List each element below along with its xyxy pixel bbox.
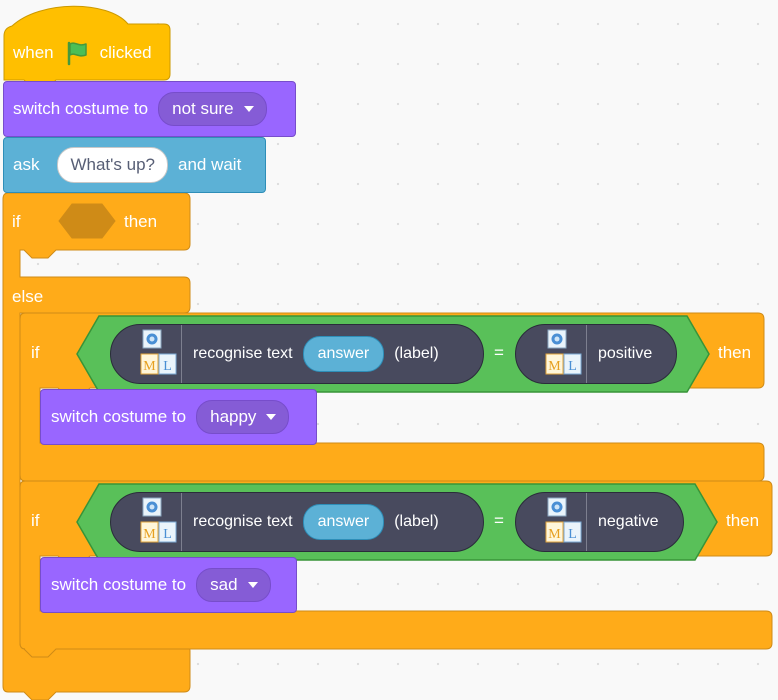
ml-extension-icon-wrap: M L xyxy=(516,493,587,551)
switch-costume-block[interactable]: switch costume to sad xyxy=(40,557,297,613)
answer-reporter[interactable]: answer xyxy=(302,504,385,540)
costume-dropdown-value: sad xyxy=(210,575,238,594)
ask-text-input[interactable]: What's up? xyxy=(57,147,168,183)
clicked-label: clicked xyxy=(99,43,152,62)
recognise-text-block[interactable]: M L recognise text answer (label) xyxy=(110,492,484,552)
svg-text:L: L xyxy=(568,359,577,374)
ml-extension-icon: M L xyxy=(140,329,177,375)
ml-extension-icon-wrap: M L xyxy=(111,325,182,383)
ml-extension-icon: M L xyxy=(140,497,177,543)
costume-dropdown-value: happy xyxy=(210,407,257,426)
and-wait-label: and wait xyxy=(177,155,242,174)
green-flag-icon xyxy=(64,40,90,66)
switch-costume-label: switch costume to xyxy=(51,407,187,426)
equals-operator-outline xyxy=(76,483,718,561)
svg-text:L: L xyxy=(568,527,577,542)
when-flag-clicked-block[interactable]: when clicked xyxy=(4,26,152,80)
when-flag-clicked-shape xyxy=(3,5,171,89)
svg-text:M: M xyxy=(548,527,561,542)
costume-dropdown-value: not sure xyxy=(172,99,234,118)
switch-costume-block[interactable]: switch costume to not sure xyxy=(3,81,296,137)
recognise-text-block[interactable]: M L recognise text answer (label) xyxy=(110,324,484,384)
recognise-text-label: recognise text xyxy=(193,345,293,362)
empty-boolean-slot[interactable] xyxy=(58,203,116,239)
class-label-value: positive xyxy=(598,345,653,362)
then-label: then xyxy=(124,212,158,231)
else-label: else xyxy=(12,287,44,306)
svg-text:M: M xyxy=(143,527,156,542)
class-label-block[interactable]: M L negative xyxy=(515,492,684,552)
chevron-down-icon xyxy=(266,414,277,420)
then-label: then xyxy=(726,511,760,530)
when-label: when xyxy=(13,43,54,62)
chevron-down-icon xyxy=(243,106,254,112)
class-label-value: negative xyxy=(598,513,659,530)
if-label: if xyxy=(31,511,40,530)
svg-text:L: L xyxy=(163,527,172,542)
ask-label: ask xyxy=(13,155,40,174)
ml-extension-icon: M L xyxy=(545,497,582,543)
ask-and-wait-block[interactable]: ask What's up? and wait xyxy=(3,137,266,193)
switch-costume-block[interactable]: switch costume to happy xyxy=(40,389,317,445)
equals-sign: = xyxy=(494,343,504,362)
ml-extension-icon-wrap: M L xyxy=(111,493,182,551)
if-label: if xyxy=(12,212,21,231)
label-mode: (label) xyxy=(394,513,439,530)
switch-costume-label: switch costume to xyxy=(51,575,187,594)
then-label: then xyxy=(718,343,752,362)
svg-text:L: L xyxy=(163,359,172,374)
costume-dropdown[interactable]: not sure xyxy=(158,92,267,126)
ml-extension-icon: M L xyxy=(545,329,582,375)
costume-dropdown[interactable]: happy xyxy=(196,400,290,434)
label-mode: (label) xyxy=(394,345,439,362)
svg-text:M: M xyxy=(143,359,156,374)
if-label: if xyxy=(31,343,40,362)
chevron-down-icon xyxy=(247,582,258,588)
equals-operator-outline xyxy=(76,315,710,393)
answer-reporter[interactable]: answer xyxy=(302,336,385,372)
switch-costume-label: switch costume to xyxy=(13,99,149,118)
class-label-block[interactable]: M L positive xyxy=(515,324,677,384)
svg-text:M: M xyxy=(548,359,561,374)
equals-sign: = xyxy=(494,511,504,530)
ml-extension-icon-wrap: M L xyxy=(516,325,587,383)
recognise-text-label: recognise text xyxy=(193,513,293,530)
costume-dropdown[interactable]: sad xyxy=(196,568,271,602)
